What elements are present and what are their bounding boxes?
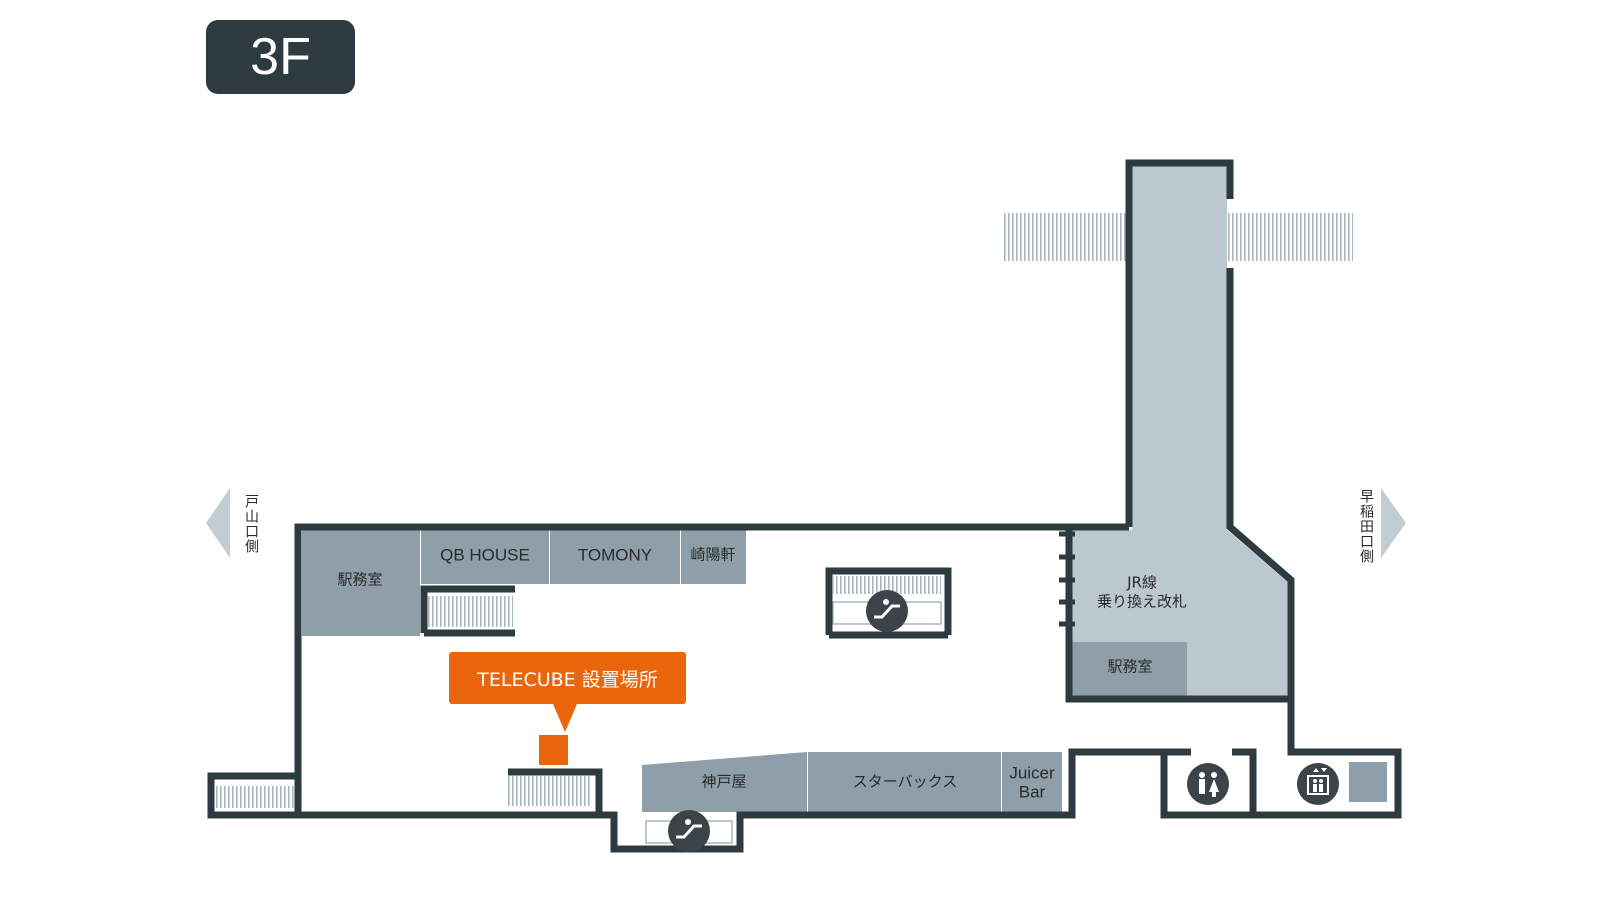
station-office-right-label: 駅務室 (1107, 657, 1153, 676)
qb-house-label: QB HOUSE (440, 545, 530, 565)
kobeya[interactable] (642, 752, 807, 812)
juicer-bar[interactable] (1002, 752, 1062, 812)
station-office-left-label: 駅務室 (337, 570, 383, 589)
elevator-room (1349, 762, 1387, 802)
direction-right-label: 早稲田口側 (1358, 489, 1374, 564)
tomony[interactable] (550, 527, 680, 584)
starbucks-label: スターバックス (852, 772, 958, 791)
direction-left-label: 戸山口側 (243, 494, 259, 554)
ticket-gates (1059, 531, 1075, 627)
juicer-bar-label-line2: Bar (1018, 782, 1046, 802)
floor-badge: 3F (206, 20, 355, 94)
juicer-bar-label-line1: Juicer (1009, 763, 1055, 783)
stairs-telecube (508, 776, 592, 806)
starbucks[interactable] (808, 752, 1001, 812)
kiyoken-label: 崎陽軒 (690, 545, 736, 564)
platform-stairs-left (1004, 213, 1132, 261)
station-office-right[interactable] (1069, 642, 1187, 696)
escalator-icon[interactable] (668, 810, 710, 852)
stairs-center (833, 576, 941, 594)
north-corridor (1132, 166, 1227, 530)
platform-stairs-right (1227, 213, 1353, 261)
jr-transfer-label-line2: 乗り換え改札 (1096, 592, 1188, 611)
arrow-right-icon[interactable] (1381, 488, 1406, 558)
station-office-left[interactable] (302, 527, 420, 636)
telecube-marker[interactable] (539, 735, 568, 765)
elevator-icon[interactable] (1297, 763, 1339, 805)
kiyoken[interactable] (681, 527, 746, 584)
walls (207, 159, 1402, 853)
restroom-icon[interactable] (1187, 763, 1229, 805)
telecube-callout[interactable]: TELECUBE 設置場所 (449, 652, 686, 732)
escalator-icon[interactable] (866, 590, 908, 632)
jr-transfer-label-line1: JR線 (1127, 573, 1157, 592)
stairs-qb (428, 596, 513, 627)
arrow-left-icon[interactable] (206, 488, 230, 558)
qb-house[interactable] (421, 527, 549, 584)
tomony-label: TOMONY (577, 545, 653, 565)
stairs-west (214, 786, 302, 808)
kobeya-label: 神戸屋 (701, 772, 747, 791)
